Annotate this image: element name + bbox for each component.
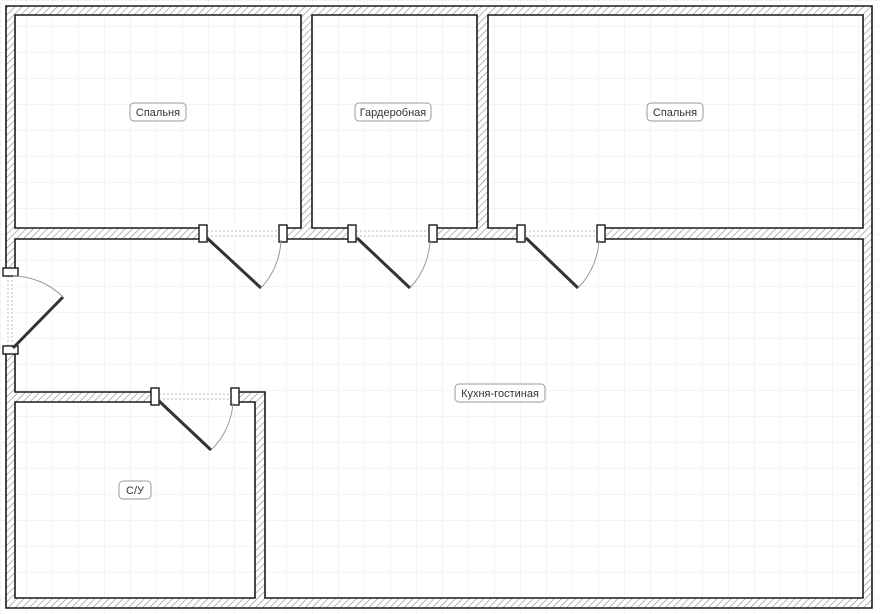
door-bedroom-left[interactable] bbox=[198, 224, 288, 290]
room-name: С/У bbox=[126, 485, 145, 497]
room-label-bedroom-right[interactable]: Спальня bbox=[646, 102, 704, 122]
room-label-bedroom-left[interactable]: Спальня bbox=[129, 102, 187, 122]
room-name: Спальня bbox=[136, 107, 180, 119]
door-wardrobe[interactable] bbox=[347, 224, 438, 290]
room-label-wardrobe[interactable]: Гардеробная bbox=[354, 102, 432, 122]
room-name: Спальня bbox=[653, 107, 697, 119]
room-label-kitchen-living[interactable]: Кухня-гостиная bbox=[454, 383, 546, 403]
door-bedroom-right[interactable] bbox=[516, 224, 606, 290]
room-label-bathroom[interactable]: С/У bbox=[118, 480, 152, 500]
door-entrance[interactable] bbox=[2, 267, 65, 355]
door-bathroom[interactable] bbox=[150, 387, 240, 452]
walls bbox=[5, 5, 873, 609]
room-name: Кухня-гостиная bbox=[461, 388, 539, 400]
room-name: Гардеробная bbox=[360, 107, 427, 119]
